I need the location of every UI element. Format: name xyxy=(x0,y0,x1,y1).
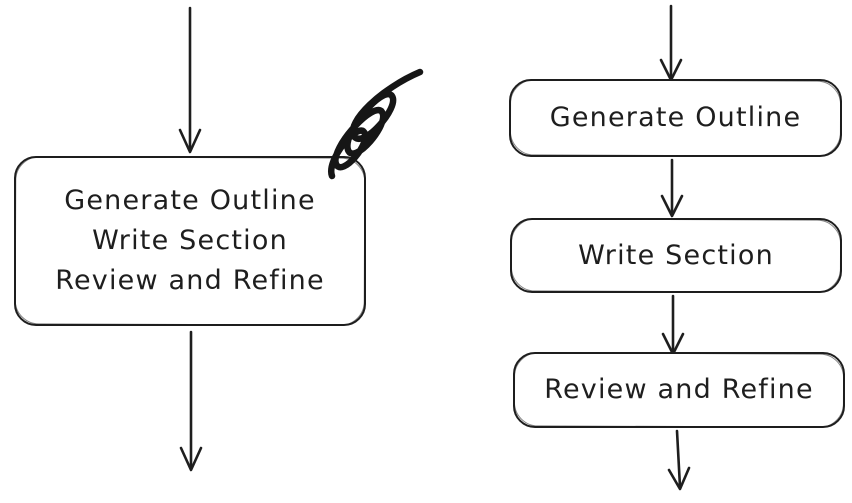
down-arrow-icon xyxy=(661,294,685,356)
box-label: Review and Refine xyxy=(544,374,814,405)
down-arrow-icon xyxy=(178,6,202,154)
down-arrow-icon xyxy=(667,429,691,491)
down-arrow-icon xyxy=(659,4,683,82)
process-box-generate-outline: Generate Outline xyxy=(509,79,842,157)
down-arrow-icon xyxy=(179,330,203,472)
process-box-combined: Generate Outline Write Section Review an… xyxy=(14,156,366,326)
process-box-review-and-refine: Review and Refine xyxy=(513,352,845,428)
box-label: Write Section xyxy=(578,239,774,271)
box-label: Generate Outline xyxy=(64,185,316,216)
box-label: Write Section xyxy=(92,225,288,256)
scribble-icon xyxy=(328,68,424,180)
box-label: Review and Refine xyxy=(55,265,325,296)
process-box-write-section: Write Section xyxy=(510,218,842,293)
box-label: Generate Outline xyxy=(549,102,802,133)
down-arrow-icon xyxy=(660,158,684,218)
